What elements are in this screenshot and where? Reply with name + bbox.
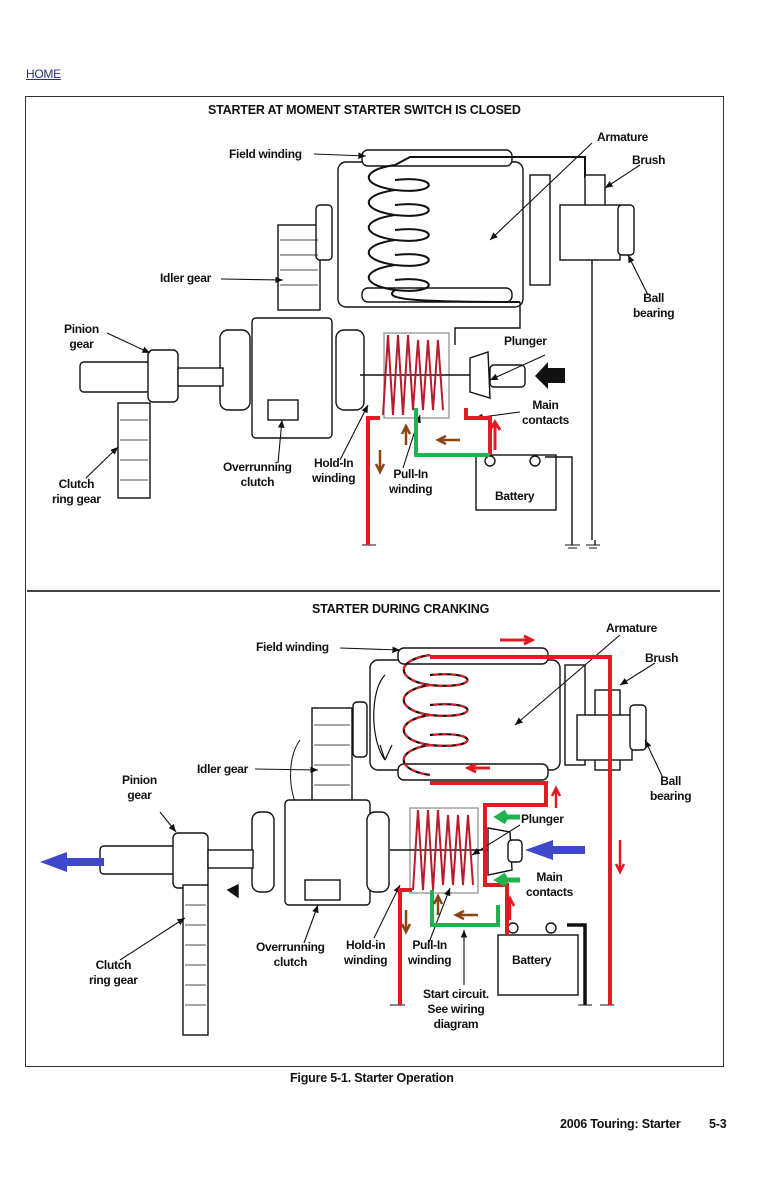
panel-1-title: STARTER AT MOMENT STARTER SWITCH IS CLOS… [208,103,521,117]
label-battery: Battery [495,489,535,503]
label-main-contacts-line1: Main [532,398,559,412]
label-overrunning-clutch-line1: Overrunning [256,940,325,954]
label-main-contacts-line2: contacts [522,413,569,427]
figure-caption: Figure 5-1. Starter Operation [290,1071,454,1085]
panel-2-art [40,634,664,1036]
label-battery: Battery [512,953,552,967]
label-field-winding: Field winding [256,640,329,654]
pinion-gear [147,349,179,403]
label-clutch-ring-gear-line2: ring gear [89,973,138,987]
home-link[interactable]: HOME [26,67,61,81]
label-armature: Armature [606,621,657,635]
clutch-ring-gear [182,884,209,1036]
label-ball-bearing-line2: bearing [633,306,675,320]
label-hold-in-winding-line2: winding [344,953,388,967]
label-hold-in-winding-line1: Hold-in [346,938,386,952]
pinion-motion-arrow [40,852,104,872]
panel-1-art [79,142,649,549]
idler-gear [311,707,353,804]
label-start-circuit-line3: diagram [433,1017,479,1031]
panel-divider [27,590,720,592]
label-overrunning-clutch-line2: clutch [240,475,275,489]
panel-2-title: STARTER DURING CRANKING [312,602,490,616]
label-start-circuit-line1: Start circuit. [423,987,489,1001]
idler-gear [277,224,321,311]
label-pinion-gear-line1: Pinion [64,322,99,336]
label-idler-gear: Idler gear [160,271,212,285]
pinion-gear [172,832,209,889]
label-brush: Brush [645,651,679,665]
label-ball-bearing-line2: bearing [650,789,692,803]
label-pinion-gear-line1: Pinion [122,773,157,787]
label-plunger: Plunger [504,334,547,348]
label-pull-in-winding-line1: Pull-In [412,938,447,952]
label-hold-in-winding-line2: winding [312,471,356,485]
label-ball-bearing-line1: Ball [643,291,665,305]
plunger-motion-arrow [525,840,585,860]
ball-bearing [629,704,647,751]
panel-2-circuit [398,634,626,1005]
label-ball-bearing-line1: Ball [660,774,682,788]
ball-bearing [617,204,635,256]
plunger [487,827,513,876]
label-pull-in-winding-line2: winding [389,482,433,496]
label-pinion-gear-line2: gear [69,337,94,351]
label-clutch-ring-gear-line1: Clutch [95,958,132,972]
battery-box [497,934,579,996]
label-hold-in-winding-line1: Hold-In [314,456,354,470]
label-main-contacts-line2: contacts [526,885,573,899]
clutch-ring-gear [117,402,151,499]
plunger [469,351,491,399]
label-clutch-ring-gear-line2: ring gear [52,492,101,506]
label-plunger: Plunger [521,812,564,826]
footer-section: 2006 Touring: Starter [560,1117,681,1131]
label-start-circuit-line2: See wiring [427,1002,485,1016]
label-field-winding: Field winding [229,147,302,161]
plunger-motion-arrow [535,362,565,389]
panel-1-circuit [366,334,502,545]
label-idler-gear: Idler gear [197,762,249,776]
label-pinion-gear-line2: gear [127,788,152,802]
label-brush: Brush [632,153,666,167]
figure-frame [25,96,724,1067]
label-pull-in-winding-line2: winding [408,953,452,967]
armature-coils [367,156,586,303]
label-armature: Armature [597,130,648,144]
footer-page-number: 5-3 [709,1117,727,1131]
label-pull-in-winding-line1: Pull-In [393,467,428,481]
label-main-contacts-line1: Main [536,870,563,884]
label-overrunning-clutch-line1: Overrunning [223,460,292,474]
label-clutch-ring-gear-line1: Clutch [58,477,95,491]
label-overrunning-clutch-line2: clutch [273,955,308,969]
